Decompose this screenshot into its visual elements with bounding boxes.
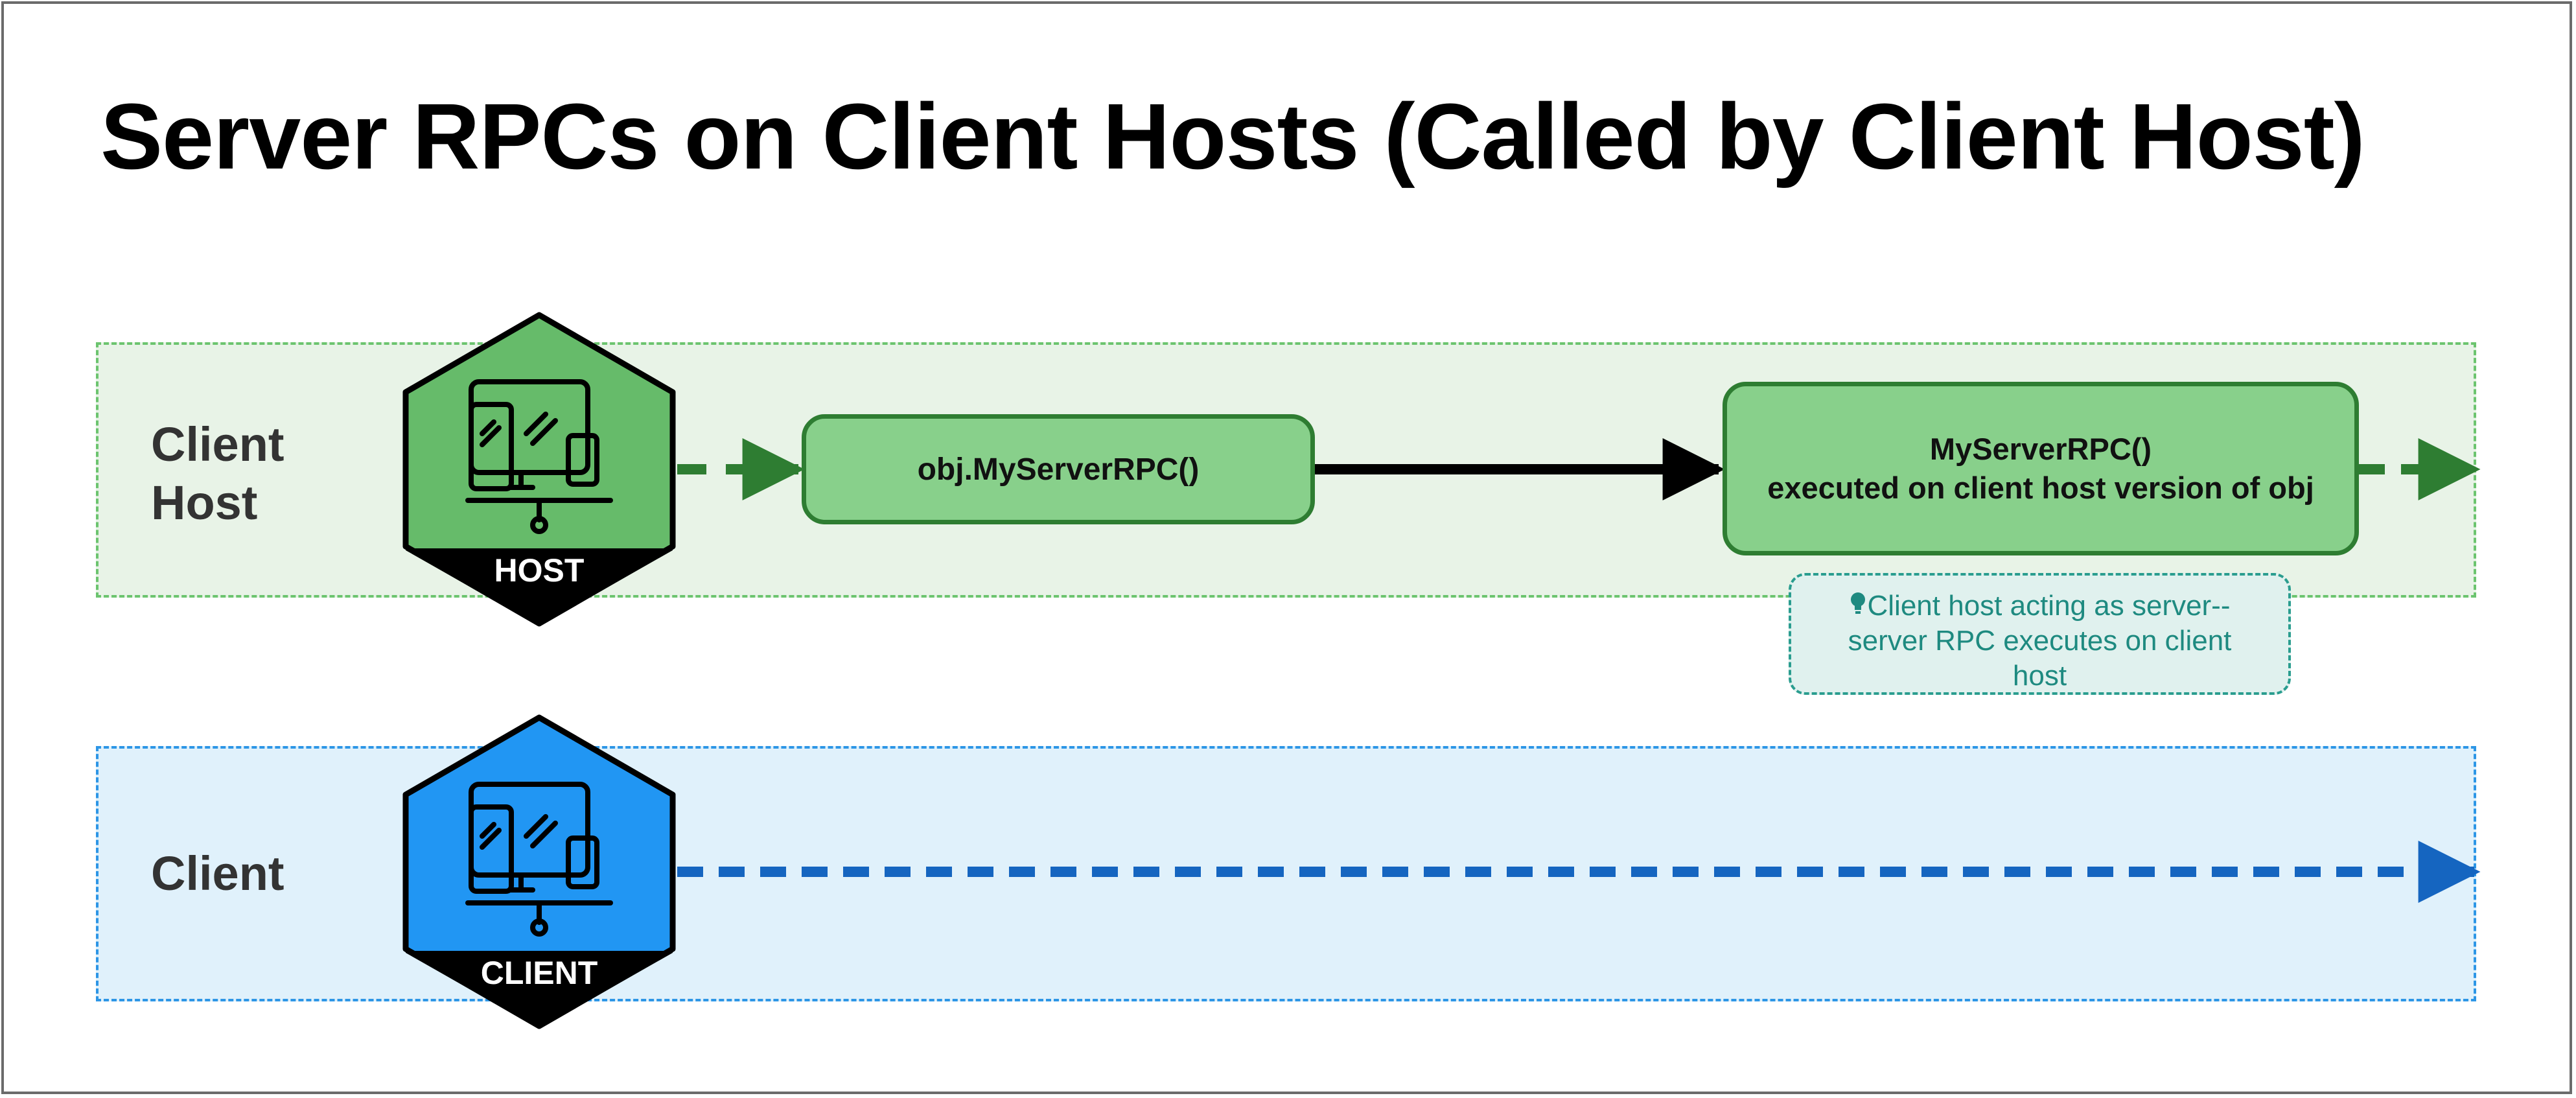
note-line1: Client host acting as server-- (1867, 590, 2231, 622)
client-badge (402, 714, 676, 1029)
note-callout: Client host acting as server-- server RP… (1789, 573, 2291, 695)
note-line2: server RPC executes on client (1848, 625, 2232, 657)
host-badge-label: HOST (494, 552, 585, 589)
note-line1-row: Client host acting as server-- (1791, 589, 2288, 624)
host-badge (402, 312, 676, 627)
call-node-label: obj.MyServerRPC() (917, 452, 1200, 487)
call-node: obj.MyServerRPC() (802, 414, 1315, 524)
diagram-title: Server RPCs on Client Hosts (Called by C… (100, 84, 2365, 189)
client-lane-label: Client (151, 847, 284, 900)
lightbulb-icon (1850, 592, 1865, 614)
note-line3: host (2012, 660, 2067, 692)
client-host-label-line1: Client (151, 417, 284, 471)
exec-node-line2: executed on client host version of obj (1767, 471, 2314, 505)
devices-icon (465, 379, 613, 534)
client-devices-icon (465, 782, 613, 937)
exec-node: MyServerRPC() executed on client host ve… (1723, 382, 2359, 555)
client-badge-label: CLIENT (480, 955, 598, 991)
client-host-lane-label: Client Host (151, 415, 284, 532)
client-host-label-line2: Host (151, 476, 258, 530)
exec-node-line1: MyServerRPC() (1929, 432, 2152, 466)
